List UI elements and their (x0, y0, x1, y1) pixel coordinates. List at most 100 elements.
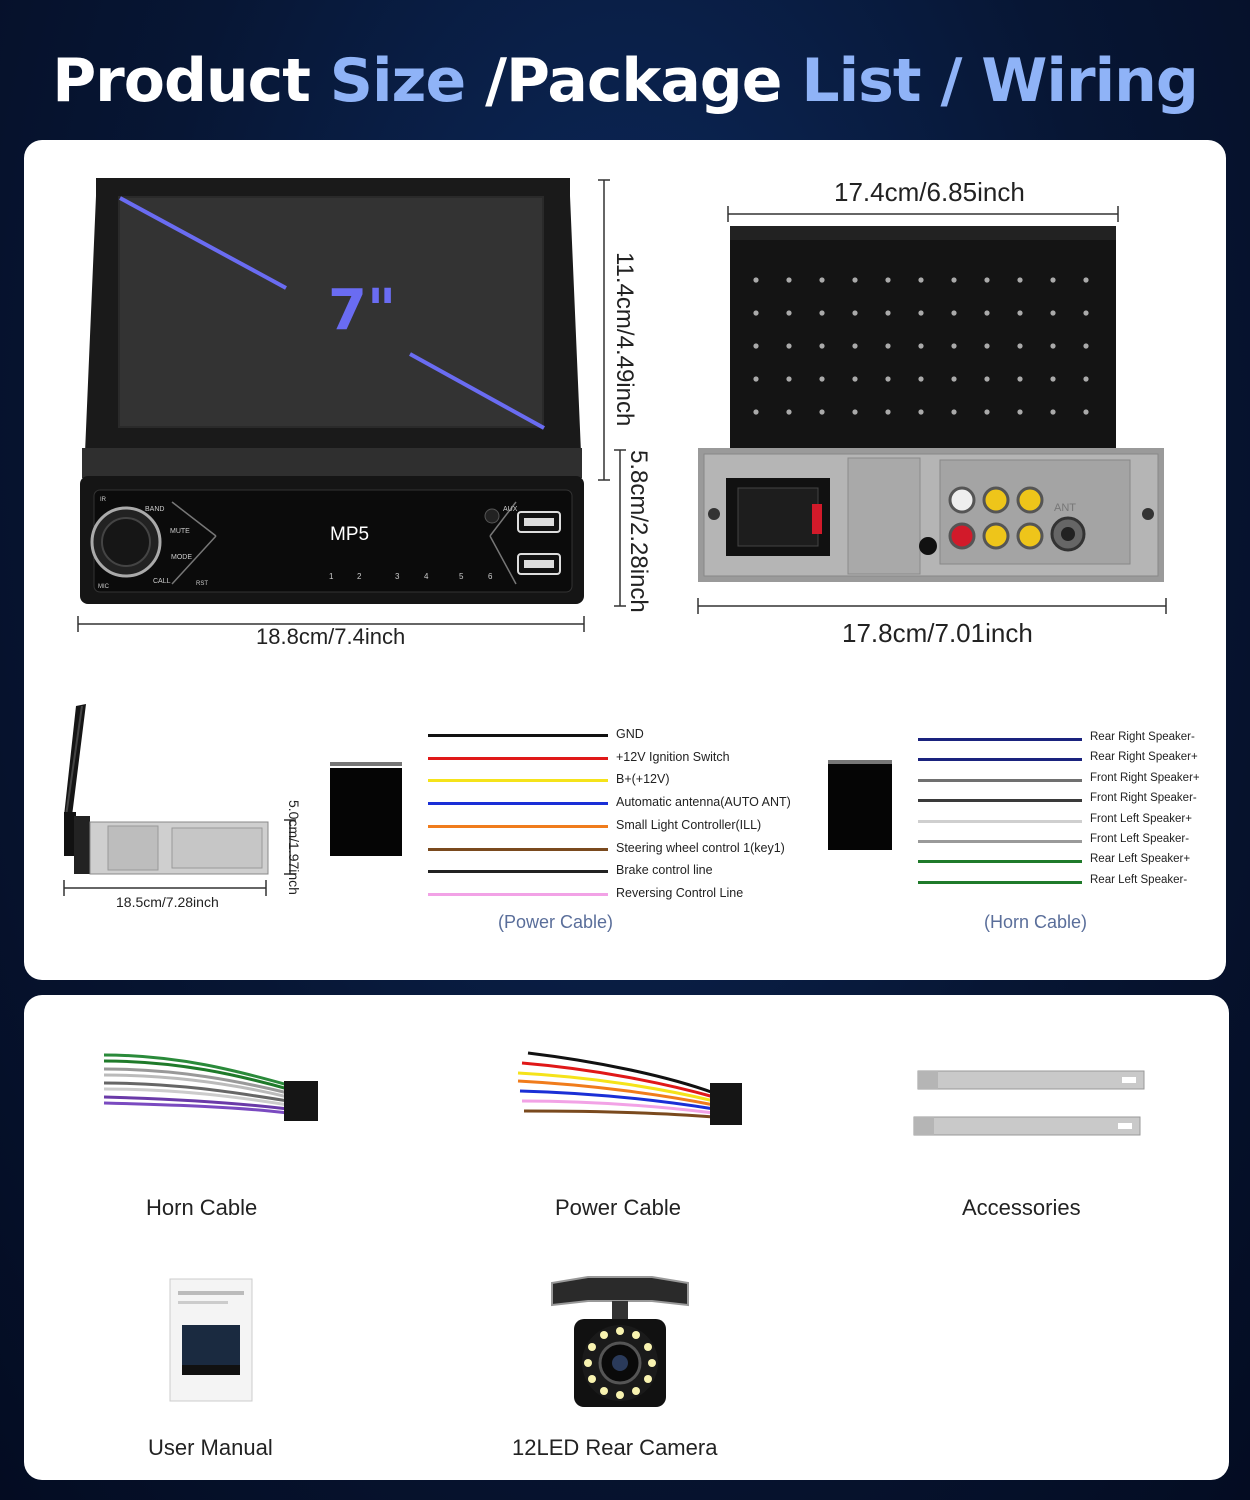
back-top-width-label: 17.4cm/6.85inch (834, 177, 1025, 207)
cage-vent-dot (918, 409, 924, 415)
front-unit-illustration (80, 178, 584, 604)
horn-wire-line (918, 819, 1082, 823)
package-item-accessories: Accessories (962, 1195, 1081, 1220)
cage-vent-dot (951, 310, 957, 316)
cage-vent-dot (1083, 376, 1089, 382)
button-aux[interactable]: AUX (503, 506, 518, 513)
preset-button-1[interactable]: 1 (329, 572, 334, 581)
screen-size-label: 7" (328, 278, 397, 343)
page-title: Product Size /Package List / Wiring (0, 46, 1250, 116)
horn-wire-line (918, 738, 1082, 741)
power-cable-connector-icon (330, 768, 402, 856)
back-dimension-lines (697, 206, 1167, 614)
power-wire-line (428, 847, 608, 851)
power-wire-line (428, 892, 608, 896)
cage-vent-dot (852, 343, 858, 349)
preset-button-6[interactable]: 6 (488, 572, 493, 581)
preset-button-3[interactable]: 3 (395, 572, 400, 581)
cage-vent-dot (885, 376, 891, 382)
cage-vent-dot (786, 310, 792, 316)
side-depth-label: 18.5cm/7.28inch (116, 894, 219, 910)
cage-vent-dot (1050, 310, 1056, 316)
horn-wire-label: Rear Left Speaker+ (1090, 853, 1191, 866)
back-bottom-width-label: 17.8cm/7.01inch (842, 618, 1033, 648)
cage-vent-dot (852, 376, 858, 382)
front-dimension-lines (77, 179, 626, 632)
cage-vent-dot (984, 277, 990, 283)
side-unit-illustration (64, 704, 269, 875)
cage-vent-dot (951, 277, 957, 283)
horn-cable-connector-icon (828, 764, 892, 850)
cage-vent-dot (918, 310, 924, 316)
cage-vent-dot (1017, 277, 1023, 283)
horn-wire-line (918, 799, 1082, 803)
cage-vent-dot (1050, 277, 1056, 283)
cage-vent-dot (1050, 343, 1056, 349)
cage-vent-dot (951, 409, 957, 415)
cage-vent-dot (1083, 343, 1089, 349)
cage-vent-dot (819, 376, 825, 382)
cage-vent-dot (1083, 277, 1089, 283)
power-cable-image (517, 1051, 742, 1125)
display-text: MP5 (330, 524, 370, 545)
cage-vent-dot (951, 343, 957, 349)
title-text-list: List (801, 46, 921, 116)
cage-vent-dot (786, 376, 792, 382)
title-text-product: Product (52, 46, 311, 116)
side-dimension-lines (63, 819, 296, 896)
button-mute[interactable]: MUTE (170, 528, 190, 535)
cage-vent-dot (984, 376, 990, 382)
cage-vent-dot (918, 343, 924, 349)
horn-wire-line (918, 778, 1082, 782)
preset-button-5[interactable]: 5 (459, 572, 464, 581)
power-wire-label: B+(+12V) (616, 772, 670, 787)
cage-vent-dot (918, 376, 924, 382)
horn-wire-line (918, 860, 1082, 864)
horn-wire-label: Front Right Speaker- (1090, 792, 1197, 805)
cage-vent-dot (984, 409, 990, 415)
button-band[interactable]: BAND (145, 506, 165, 513)
package-item-rear-camera: 12LED Rear Camera (512, 1435, 718, 1460)
preset-button-2[interactable]: 2 (357, 572, 362, 581)
button-call[interactable]: CALL (153, 578, 171, 585)
power-wire-line (428, 779, 608, 783)
front-height-top-label: 11.4cm/4.49inch (611, 252, 638, 427)
power-wire-line (428, 802, 608, 806)
horn-wire-line (918, 758, 1082, 762)
cage-vent-dot (753, 277, 759, 283)
button-mode[interactable]: MODE (171, 554, 192, 561)
cage-vent-dot (885, 310, 891, 316)
power-wire-label: Reversing Control Line (616, 885, 744, 900)
power-cable-caption: (Power Cable) (498, 912, 614, 932)
horn-wire-label: Rear Right Speaker- (1090, 731, 1195, 743)
horn-wire-label: Rear Right Speaker+ (1090, 751, 1198, 764)
cage-vent-dot (753, 376, 759, 382)
back-unit-illustration (698, 226, 1164, 582)
power-wire-label: GND (616, 727, 644, 741)
horn-wire-line (918, 840, 1082, 843)
power-wire-line (428, 756, 608, 760)
cage-vent-dot (852, 310, 858, 316)
cage-vent-dot (753, 409, 759, 415)
horn-wire-line (918, 880, 1082, 884)
power-wire-line (428, 734, 608, 737)
cage-vent-dot (1050, 376, 1056, 382)
package-item-user-manual: User Manual (148, 1435, 273, 1460)
package-item-power-cable: Power Cable (555, 1195, 681, 1220)
cage-vent-dot (984, 310, 990, 316)
horn-wire-label: Front Left Speaker+ (1090, 812, 1192, 825)
power-wire-label: Small Light Controller(ILL) (616, 817, 762, 832)
power-wire-label: +12V Ignition Switch (616, 749, 730, 764)
package-list-panel: Horn Cable Power Cable Accessories User … (24, 995, 1229, 1480)
cage-vent-dot (1017, 310, 1023, 316)
button-rst[interactable]: RST (196, 581, 208, 587)
preset-button-4[interactable]: 4 (424, 572, 429, 581)
removal-keys-image (913, 1070, 1145, 1136)
power-wire-label: Brake control line (616, 863, 713, 878)
power-connector-edge (330, 762, 402, 766)
button-mic[interactable]: MIC (98, 584, 109, 590)
cage-vent-dot (753, 310, 759, 316)
power-wire-line (428, 824, 608, 828)
button-ir[interactable]: IR (100, 497, 106, 503)
title-text-package: /Package (485, 46, 782, 116)
